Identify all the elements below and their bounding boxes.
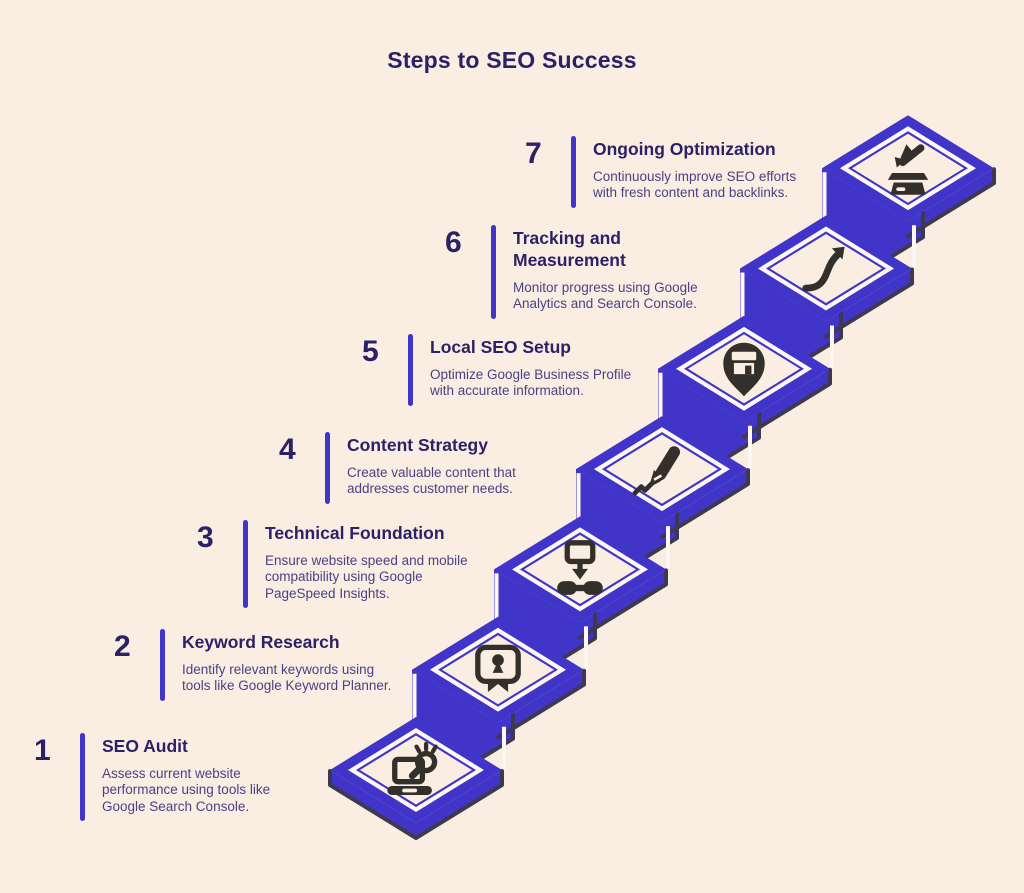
step-description: Identify relevant keywords using tools l… [182, 662, 392, 694]
step-description: Assess current website performance using… [102, 766, 271, 814]
step-4-text: 4 Content Strategy Create valuable conte… [279, 432, 516, 504]
step-7-text: 7 Ongoing Optimization Continuously impr… [525, 136, 797, 208]
step-number: 7 [525, 137, 542, 170]
block-dark-edge [906, 167, 996, 239]
block-inset-line [676, 326, 812, 411]
block-dark-edge [660, 468, 750, 540]
block-dark-edge [742, 367, 832, 439]
step-number: 2 [114, 630, 131, 663]
step-number: 1 [34, 734, 51, 767]
step-3-text: 3 Technical Foundation Ensure website sp… [197, 520, 468, 609]
step-title: Keyword Research [182, 632, 340, 652]
step-number: 5 [362, 335, 379, 368]
step-block-1 [328, 717, 504, 840]
step-number: 3 [197, 521, 214, 554]
step-title: Local SEO Setup [430, 337, 571, 357]
block-dark-edge [578, 568, 668, 640]
block-slab [822, 168, 994, 236]
step-title: Content Strategy [347, 435, 488, 455]
step-title: Ongoing Optimization [593, 139, 776, 159]
block-slab [330, 770, 502, 837]
block-inset-line [430, 627, 566, 712]
step-block-4 [574, 416, 750, 603]
block-dark-edge [824, 267, 914, 339]
block-dark-edge [496, 668, 586, 740]
step-description: Create valuable content that addresses c… [347, 465, 516, 497]
block-inset-line [594, 427, 730, 512]
step-title: SEO Audit [102, 736, 188, 756]
step-description: Ensure website speed and mobile compatib… [265, 553, 468, 601]
step-6-text: 6 Tracking and Measurement Monitor progr… [445, 225, 698, 319]
step-2-text: 2 Keyword Research Identify relevant key… [114, 629, 392, 701]
step-number: 6 [445, 226, 462, 259]
block-inset-line [348, 728, 484, 812]
block-slab [658, 368, 830, 436]
step-accent-bar [491, 225, 496, 319]
step-description: Optimize Google Business Profile with ac… [430, 367, 632, 399]
step-number: 4 [279, 433, 296, 466]
step-5-text: 5 Local SEO Setup Optimize Google Busine… [362, 334, 632, 406]
block-slab [740, 268, 912, 336]
step-1-text: 1 SEO Audit Assess current website perfo… [34, 733, 271, 822]
block-inset-line [840, 126, 976, 211]
block-inset-line [758, 226, 894, 311]
block-inner-face [852, 133, 964, 203]
step-accent-bar [243, 520, 248, 609]
step-accent-bar [408, 334, 413, 406]
block-inset-line [512, 527, 648, 612]
block-dark-edge [328, 769, 504, 840]
block-slab [412, 669, 584, 737]
step-accent-bar [160, 629, 165, 701]
block-slab [494, 569, 666, 637]
step-accent-bar [325, 432, 330, 504]
step-title: Tracking and Measurement [513, 228, 626, 270]
step-block-2 [410, 616, 586, 803]
block-slab [576, 469, 748, 537]
step-description: Monitor progress using Google Analytics … [513, 280, 698, 312]
step-accent-bar [80, 733, 85, 822]
infographic-title: Steps to SEO Success [387, 47, 637, 73]
step-title: Technical Foundation [265, 523, 445, 543]
step-description: Continuously improve SEO efforts with fr… [593, 169, 797, 201]
step-accent-bar [571, 136, 576, 208]
